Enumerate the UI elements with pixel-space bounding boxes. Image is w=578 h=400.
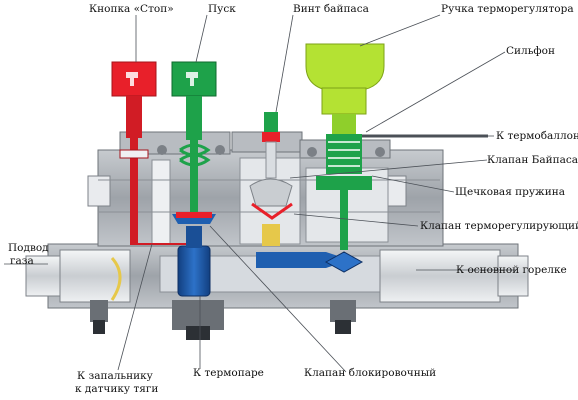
leader-lines <box>4 14 516 373</box>
label-to-thermocouple: К термопаре <box>193 367 264 379</box>
label-to-pilot-1: К запальнику <box>77 370 153 382</box>
label-lock-valve: Клапан блокировочный <box>304 367 437 379</box>
label-to-pilot-2: к датчику тяги <box>75 383 159 395</box>
label-bypass-valve: Клапан Байпаса <box>487 154 578 166</box>
stop-button-assembly <box>111 61 190 245</box>
bypass-valve-assembly <box>249 112 293 246</box>
label-stop-button: Кнопка «Стоп» <box>89 3 174 15</box>
label-thermostat-knob: Ручка терморегулятора <box>441 3 574 15</box>
label-to-thermobulb: К термобаллону <box>496 130 578 142</box>
bottom-fittings <box>90 300 356 340</box>
label-bypass-screw: Винт байпаса <box>293 3 369 15</box>
lock-valve-assembly <box>172 212 216 297</box>
thermostat-assembly <box>305 43 488 250</box>
label-bellows: Сильфон <box>506 45 555 57</box>
label-gas-inlet-2: газа <box>10 255 34 267</box>
label-gas-inlet-1: Подвод <box>8 242 49 254</box>
label-cheek-spring: Щечковая пружина <box>455 186 565 198</box>
start-button-assembly <box>171 61 217 216</box>
label-thermo-valve: Клапан терморегулирующий <box>420 220 578 232</box>
label-to-main-burner: К основной горелке <box>456 264 567 276</box>
label-start: Пуск <box>208 3 236 15</box>
thermo-valve-assembly <box>256 251 364 273</box>
